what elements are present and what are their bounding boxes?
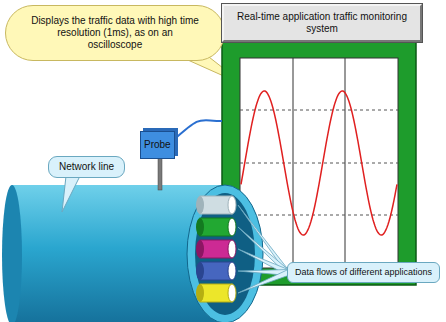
callout-box: Data flows of different applications (287, 262, 440, 283)
node-text: Probe (144, 139, 171, 151)
network-cable-hollow (195, 193, 255, 315)
text-group: Real-time application traffic monitoring… (234, 11, 410, 35)
probe-cable (175, 120, 222, 139)
waveform (241, 91, 397, 235)
text-group: Displays the traffic data with high time… (30, 15, 200, 51)
node-text: Displays the traffic data with high time… (30, 15, 200, 51)
node-text: Data flows of different applications (295, 267, 432, 278)
text-group: Data flows of different applications (295, 267, 432, 278)
callout-bubble: Displays the traffic data with high time… (5, 5, 225, 61)
network-cable-face (187, 185, 263, 322)
callout-pointers (238, 205, 288, 293)
node-text: Real-time application traffic monitoring… (234, 11, 410, 35)
data-flows (196, 196, 236, 302)
text-group: Probe (144, 139, 171, 151)
callout-pointer (62, 176, 80, 212)
node-text: Network line (59, 161, 114, 173)
monitor-system: Real-time application traffic monitoring… (222, 4, 422, 285)
monitor-screen (240, 58, 398, 268)
probe-stick (158, 156, 162, 190)
monitor-title-panel: Real-time application traffic monitoring… (222, 4, 422, 42)
callout-box: Network line (48, 156, 125, 178)
screen-grid (240, 58, 398, 268)
text-group: Network line (59, 161, 114, 173)
probe-box: Probe (140, 131, 175, 159)
network-cable-end (2, 185, 22, 322)
